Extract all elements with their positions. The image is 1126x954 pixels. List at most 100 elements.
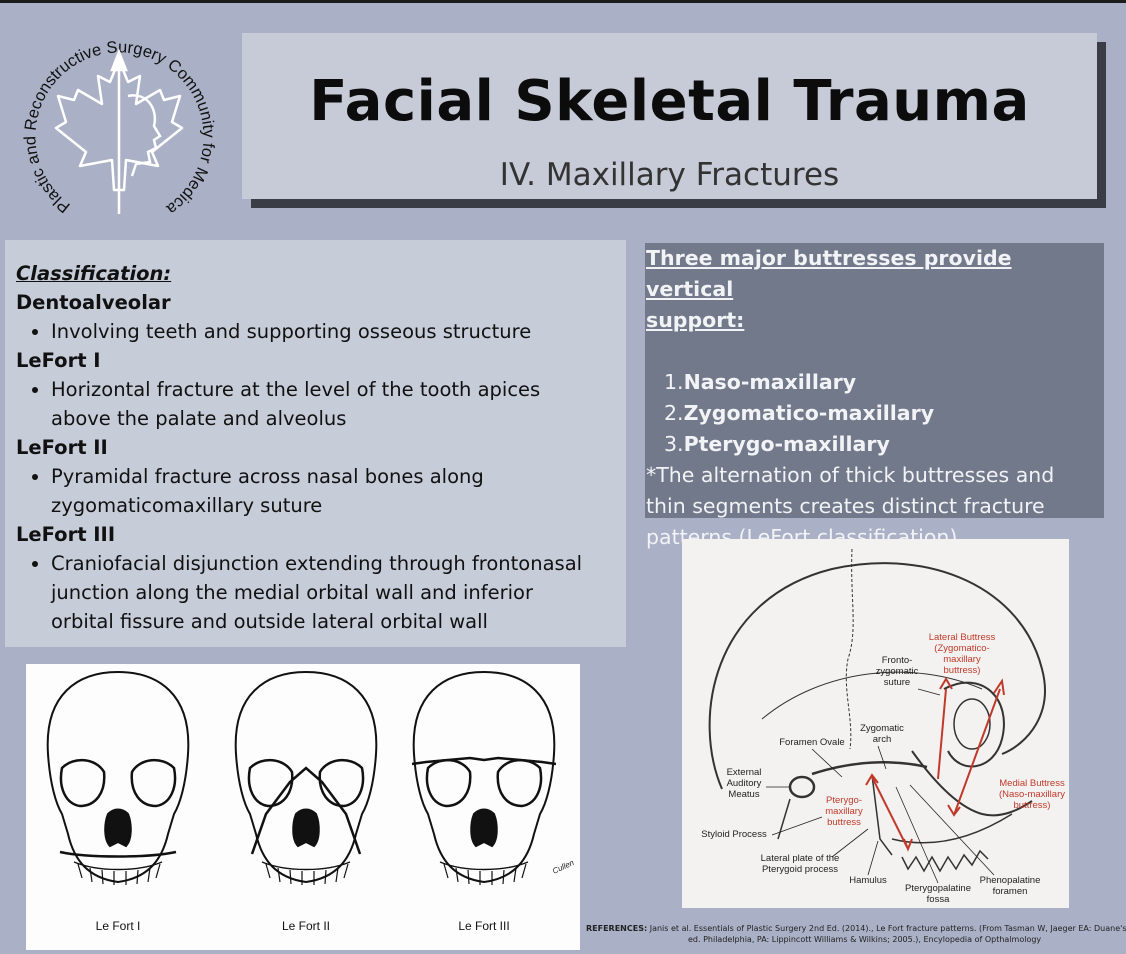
label-pterygo-buttress-3: buttress	[827, 817, 861, 828]
maxilla-outline	[911, 750, 1033, 817]
label-zygomatic-arch-1: Zygomatic	[860, 723, 904, 734]
lefort-skulls-figure: Le Fort I Le Fort II Le Fort III Cullen	[26, 664, 580, 950]
lefort-skulls-illustration: Le Fort I Le Fort II Le Fort III Cullen	[46, 670, 576, 933]
label-lateral-buttress-2: (Zygomatico-	[934, 643, 989, 654]
label-eam-1: External	[727, 767, 762, 778]
buttress-label: Zygomatico-maxillary	[683, 401, 935, 425]
description-line: Pyramidal fracture across nasal bones al…	[51, 465, 484, 488]
skull-lefort-2	[234, 670, 378, 885]
classification-category: LeFort II	[16, 436, 108, 459]
buttress-content: Three major buttresses provide vertical …	[646, 243, 1101, 553]
label-ppf-1: Pterygopalatine	[905, 883, 971, 894]
lateral-skull-figure: Lateral Buttress (Zygomatico- maxillary …	[682, 539, 1069, 908]
label-lateral-plate-1: Lateral plate of the	[761, 853, 840, 864]
label-medial-buttress-3: buttress)	[1014, 800, 1051, 811]
medial-buttress-arrow	[947, 678, 1005, 817]
buttress-note-line: thin segments creates distinct fracture	[646, 494, 1045, 518]
skull-lefort-1-fracture-line	[59, 850, 177, 858]
lateral-buttress-arrow	[937, 677, 953, 780]
coronal-suture	[845, 548, 854, 750]
title-banner: Facial Skeletal Trauma IV. Maxillary Fra…	[242, 33, 1097, 199]
label-ppf-2: fossa	[927, 894, 950, 905]
caption-lefort-2: Le Fort II	[282, 919, 330, 933]
community-logo: Plastic and Reconstructive Surgery Commu…	[8, 30, 218, 219]
page-subtitle: IV. Maxillary Fractures	[499, 157, 840, 193]
buttress-heading-line2: support:	[646, 308, 745, 332]
label-frontozygomatic-1: Fronto-	[882, 655, 913, 666]
label-frontozygomatic-2: zygomatic	[876, 666, 919, 677]
buttress-note: *The alternation of thick buttresses and…	[646, 460, 1101, 553]
label-medial-buttress-1: Medial Buttress	[999, 778, 1065, 789]
buttress-panel: Three major buttresses provide vertical …	[645, 243, 1104, 549]
zygomatic-arch	[811, 761, 928, 776]
label-styloid: Styloid Process	[701, 829, 767, 840]
top-border	[0, 0, 1126, 3]
description-line: Horizontal fracture at the level of the …	[51, 378, 541, 401]
classification-heading: Classification:	[16, 262, 172, 285]
label-foramen-ovale: Foramen Ovale	[779, 737, 844, 748]
references-line2: ed. Philadelphia, PA: Lippincott William…	[688, 935, 1042, 944]
skull-lefort-1	[46, 670, 190, 885]
buttress-number: 3.	[664, 432, 684, 456]
label-eam-2: Auditory	[727, 778, 762, 789]
skull-lefort-3	[412, 670, 556, 885]
label-pterygo-buttress-1: Pterygo-	[826, 795, 862, 806]
artist-signature: Cullen	[551, 858, 576, 876]
label-medial-buttress-2: (Naso-maxillary	[999, 789, 1065, 800]
head-profile-icon	[127, 94, 162, 177]
label-lateral-buttress-3: maxillary	[943, 654, 981, 665]
classification-category: LeFort I	[16, 349, 101, 372]
orbit-outline	[943, 681, 1005, 768]
cranium-outline	[708, 562, 1046, 790]
label-lateral-buttress-1: Lateral Buttress	[929, 632, 996, 643]
scalpel-icon	[110, 48, 128, 214]
label-phenopalatine-1: Phenopalatine	[980, 875, 1041, 886]
description-line: Involving teeth and supporting osseous s…	[51, 320, 532, 343]
ear-canal	[788, 775, 816, 799]
caption-lefort-3: Le Fort III	[458, 919, 509, 933]
classification-description: Pyramidal fracture across nasal bones al…	[16, 462, 616, 520]
description-line: orbital fissure and outside lateral orbi…	[51, 610, 488, 633]
classification-category: Dentoalveolar	[16, 291, 171, 314]
description-line: Craniofacial disjunction extending throu…	[51, 552, 583, 575]
description-line: zygomaticomaxillary suture	[51, 494, 323, 517]
classification-description: Involving teeth and supporting osseous s…	[16, 317, 616, 346]
label-lateral-plate-2: Pterygoid process	[762, 864, 838, 875]
skull-lefort-2-fracture-line	[250, 766, 362, 855]
classification-category: LeFort III	[16, 523, 116, 546]
label-hamulus: Hamulus	[849, 875, 887, 886]
pterygoid-plate	[871, 774, 893, 856]
classification-description: Horizontal fracture at the level of the …	[16, 375, 616, 433]
temporal-line	[761, 671, 983, 720]
classification-description: Craniofacial disjunction extending throu…	[16, 549, 616, 636]
references-label: REFERENCES:	[586, 924, 648, 933]
buttress-list-item: 3.Pterygo-maxillary	[646, 429, 1101, 460]
lateral-skull-illustration: Lateral Buttress (Zygomatico- maxillary …	[701, 548, 1065, 905]
label-pterygo-buttress-2: maxillary	[825, 806, 863, 817]
label-frontozygomatic-3: suture	[884, 677, 910, 688]
page-title: Facial Skeletal Trauma	[309, 69, 1030, 134]
label-zygomatic-arch-2: arch	[873, 734, 891, 745]
description-line: junction along the medial orbital wall a…	[51, 581, 533, 604]
orbit-inner	[953, 698, 991, 750]
buttress-number: 1.	[664, 370, 684, 394]
buttress-label: Pterygo-maxillary	[683, 432, 890, 456]
teeth-row	[901, 849, 989, 873]
styloid-process	[777, 798, 791, 840]
buttress-heading-line1: Three major buttresses provide vertical	[646, 246, 1012, 301]
buttress-list-item: 1.Naso-maxillary	[646, 367, 1101, 398]
label-phenopalatine-2: foramen	[993, 886, 1028, 897]
buttress-number: 2.	[664, 401, 684, 425]
buttress-label: Naso-maxillary	[683, 370, 857, 394]
description-line: above the palate and alveolus	[51, 407, 347, 430]
references: REFERENCES: Janis et al. Essentials of P…	[586, 923, 1126, 945]
skull-lefort-3-fracture-line	[411, 756, 557, 766]
caption-lefort-1: Le Fort I	[96, 919, 141, 933]
buttress-list-item: 2.Zygomatico-maxillary	[646, 398, 1101, 429]
references-line1: Janis et al. Essentials of Plastic Surge…	[649, 924, 1126, 933]
buttress-note-line: *The alternation of thick buttresses and	[646, 463, 1055, 487]
label-lateral-buttress-4: buttress)	[944, 665, 981, 676]
